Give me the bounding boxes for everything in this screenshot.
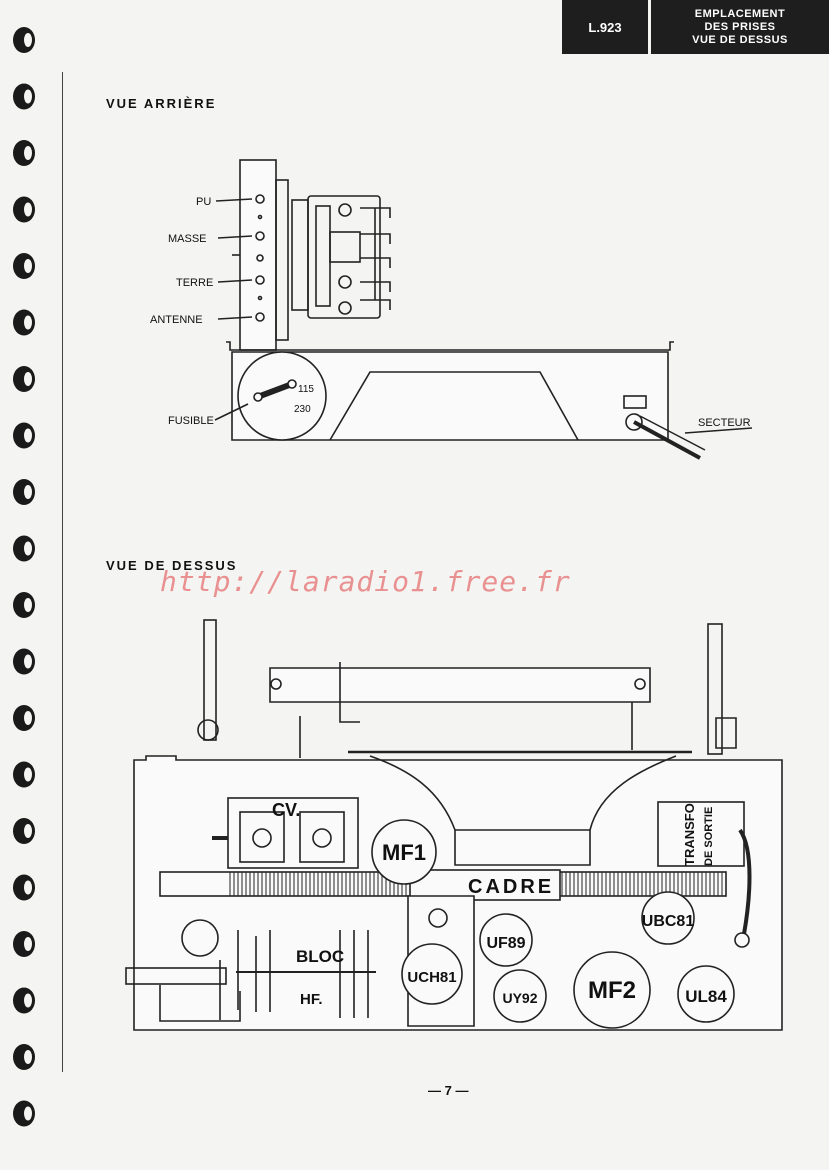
masse-label: MASSE (168, 233, 207, 245)
fuse-holder (237, 351, 327, 441)
rear-view-diagram: PU MASSE TERRE ANTENNE FUSIBLE 115 230 S… (150, 159, 753, 460)
page-number: — 7 — (428, 1083, 469, 1098)
ul84-tube (677, 965, 735, 1023)
page-title: EMPLACEMENT DES PRISES VUE DE DESSUS (651, 0, 829, 54)
cadre-label: CADRE (468, 876, 554, 898)
binding-hole (24, 202, 32, 217)
secteur-label: SECTEUR (698, 417, 751, 429)
mf1-label: MF1 (382, 840, 426, 865)
antenne-label: ANTENNE (150, 314, 203, 326)
uy92-tube (493, 969, 547, 1023)
mf1-can (371, 819, 437, 885)
mf2-can (573, 951, 651, 1029)
masse-socket (255, 231, 265, 241)
bloc-knob (181, 919, 219, 957)
transfo-label-2: DE SORTIE (703, 807, 715, 866)
binding-hole (24, 259, 32, 273)
voltage-230: 230 (294, 404, 311, 415)
right-spindle (707, 623, 723, 755)
wave-switch (307, 195, 381, 319)
binding-hole (24, 33, 32, 47)
bloc-label: BLOC (296, 947, 344, 966)
spiral-binding (13, 27, 35, 1127)
model-code: L.923 (562, 0, 648, 54)
top-view-diagram: CV. MF1 CADRE TRANSFO DE SORTIE BLOC HF.… (125, 619, 783, 1031)
rear-view-label: VUE ARRIÈRE (106, 96, 217, 111)
binding-hole (24, 541, 32, 556)
ubc81-tube (641, 891, 695, 945)
page-title-line-1: EMPLACEMENT (694, 7, 786, 20)
cv-label: CV. (272, 800, 300, 820)
binding-hole (24, 485, 32, 499)
page-title-line-2: DES PRISES (704, 20, 776, 33)
watermark: http://laradio1.free.fr (160, 565, 571, 598)
uch81-tube (401, 943, 463, 1005)
binding-hole (24, 372, 32, 386)
binding-hole (24, 654, 32, 669)
pulley (197, 719, 219, 741)
page-title-line-3: VUE DE DESSUS (692, 33, 788, 46)
binding-hole (24, 711, 32, 725)
bloc-shaft (125, 967, 227, 985)
uf89-label: UF89 (486, 935, 525, 952)
binding-hole (24, 824, 32, 838)
voltage-115: 115 (298, 384, 314, 395)
binding-hole (24, 993, 32, 1008)
binding-hole (24, 146, 32, 160)
mains-grommet (625, 413, 643, 431)
terre-socket (255, 275, 265, 285)
terre-label: TERRE (176, 277, 213, 289)
ul84-label: UL84 (685, 987, 727, 1006)
binding-hole (24, 89, 32, 104)
mf2-label: MF2 (588, 977, 636, 1004)
antenne-socket (255, 312, 265, 322)
binding-hole (24, 937, 32, 951)
fusible-label: FUSIBLE (168, 415, 214, 427)
binding-hole (24, 315, 32, 330)
pu-socket (255, 194, 265, 204)
margin-line (62, 72, 63, 1072)
binding-hole (24, 1106, 32, 1121)
binding-hole (24, 428, 32, 443)
top-view-label: VUE DE DESSUS (106, 558, 238, 573)
output-transformer (657, 801, 745, 867)
binding-hole (24, 880, 32, 895)
hf-label: HF. (300, 991, 323, 1008)
page-header: L.923 EMPLACEMENT DES PRISES VUE DE DESS… (562, 0, 829, 54)
pu-label: PU (196, 196, 211, 208)
binding-hole (24, 767, 32, 782)
ubc81-label: UBC81 (642, 913, 695, 930)
speaker-bracket (269, 667, 651, 703)
variable-capacitor (227, 797, 359, 869)
uy92-label: UY92 (502, 990, 537, 1006)
uf89-tube (479, 913, 533, 967)
uch81-label: UCH81 (407, 969, 456, 986)
binding-hole (24, 598, 32, 612)
binding-hole (24, 1050, 32, 1064)
transfo-label-1: TRANSFO (682, 803, 697, 866)
